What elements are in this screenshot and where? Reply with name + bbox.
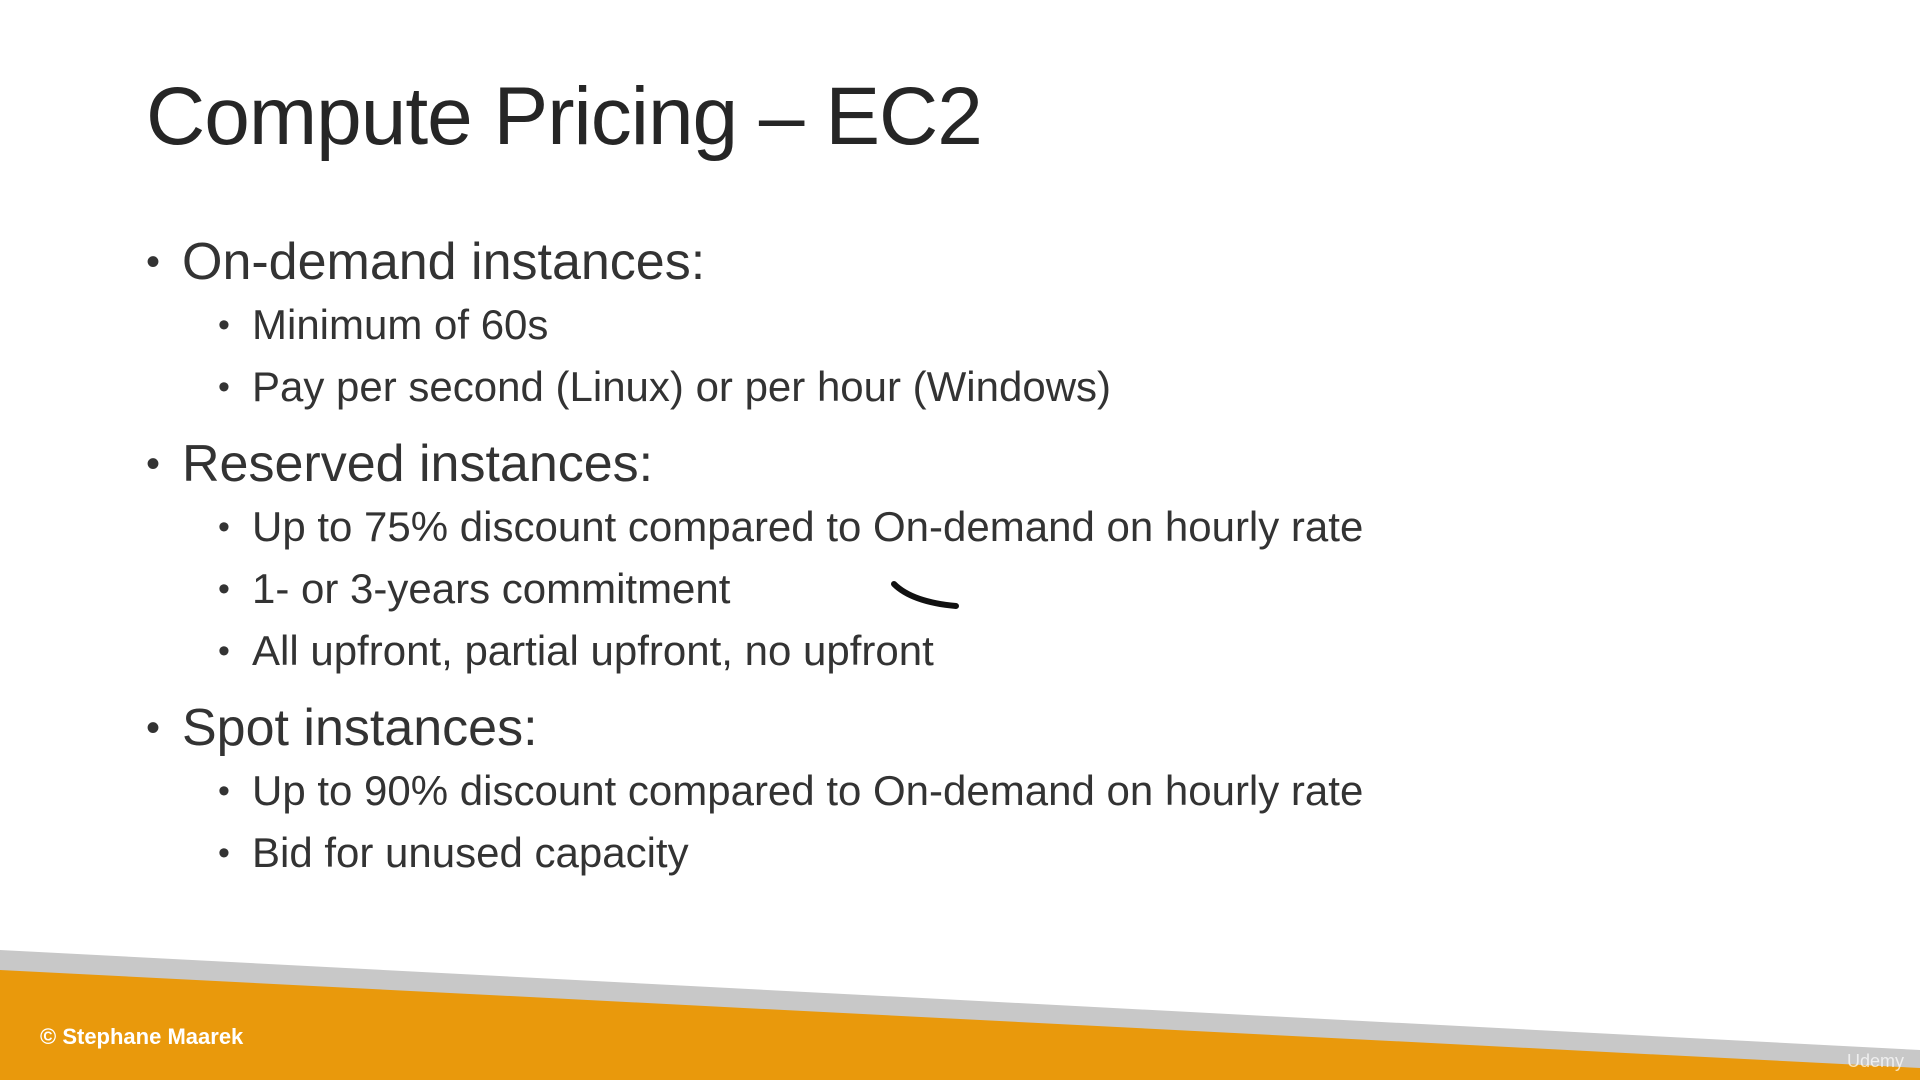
sub-list: • Minimum of 60s • Pay per second (Linux… [146, 294, 1646, 418]
list-item-text: 1- or 3-years commitment [252, 565, 731, 612]
sub-list: • Up to 75% discount compared to On-dema… [146, 496, 1646, 682]
bullet-icon: • [218, 772, 230, 810]
list-item-text: Minimum of 60s [252, 301, 549, 348]
section-heading: • Spot instances: [146, 696, 1646, 760]
list-item: • Pay per second (Linux) or per hour (Wi… [146, 356, 1646, 418]
bullet-icon: • [218, 508, 230, 546]
section-spot: • Spot instances: • Up to 90% discount c… [146, 696, 1646, 884]
list-item-text: All upfront, partial upfront, no upfront [252, 627, 934, 674]
list-item-text: Up to 75% discount compared to On-demand… [252, 503, 1364, 550]
pen-annotation-mark [891, 581, 959, 609]
section-heading-text: Reserved instances: [182, 435, 654, 493]
list-item: • Bid for unused capacity [146, 822, 1646, 884]
list-item: • Up to 90% discount compared to On-dema… [146, 760, 1646, 822]
section-heading: • Reserved instances: [146, 432, 1646, 496]
bullet-icon: • [218, 632, 230, 670]
section-reserved: • Reserved instances: • Up to 75% discou… [146, 432, 1646, 682]
list-item-text: Pay per second (Linux) or per hour (Wind… [252, 363, 1112, 410]
list-item-text: Bid for unused capacity [252, 829, 689, 876]
bullet-icon: • [218, 306, 230, 344]
bullet-icon: • [146, 706, 161, 750]
list-item: • Up to 75% discount compared to On-dema… [146, 496, 1646, 558]
section-heading: • On-demand instances: [146, 230, 1646, 294]
section-on-demand: • On-demand instances: • Minimum of 60s … [146, 230, 1646, 418]
udemy-watermark: Udemy [1846, 1051, 1904, 1071]
section-heading-text: Spot instances: [182, 699, 538, 757]
bullet-icon: • [218, 834, 230, 872]
copyright-text: © Stephane Maarek [40, 1024, 244, 1049]
list-item-text: Up to 90% discount compared to On-demand… [252, 767, 1364, 814]
bullet-icon: • [218, 570, 230, 608]
bullet-icon: • [146, 240, 161, 284]
sub-list: • Up to 90% discount compared to On-dema… [146, 760, 1646, 884]
slide-content: • On-demand instances: • Minimum of 60s … [146, 230, 1646, 898]
list-item: • All upfront, partial upfront, no upfro… [146, 620, 1646, 682]
bullet-icon: • [218, 368, 230, 406]
list-item: • 1- or 3-years commitment [146, 558, 1646, 620]
bullet-icon: • [146, 442, 161, 486]
footer-band: © Stephane Maarek Udemy [0, 940, 1920, 1080]
slide-title: Compute Pricing – EC2 [146, 71, 983, 162]
section-heading-text: On-demand instances: [182, 233, 706, 291]
list-item: • Minimum of 60s [146, 294, 1646, 356]
footer-shape [0, 950, 1920, 1080]
